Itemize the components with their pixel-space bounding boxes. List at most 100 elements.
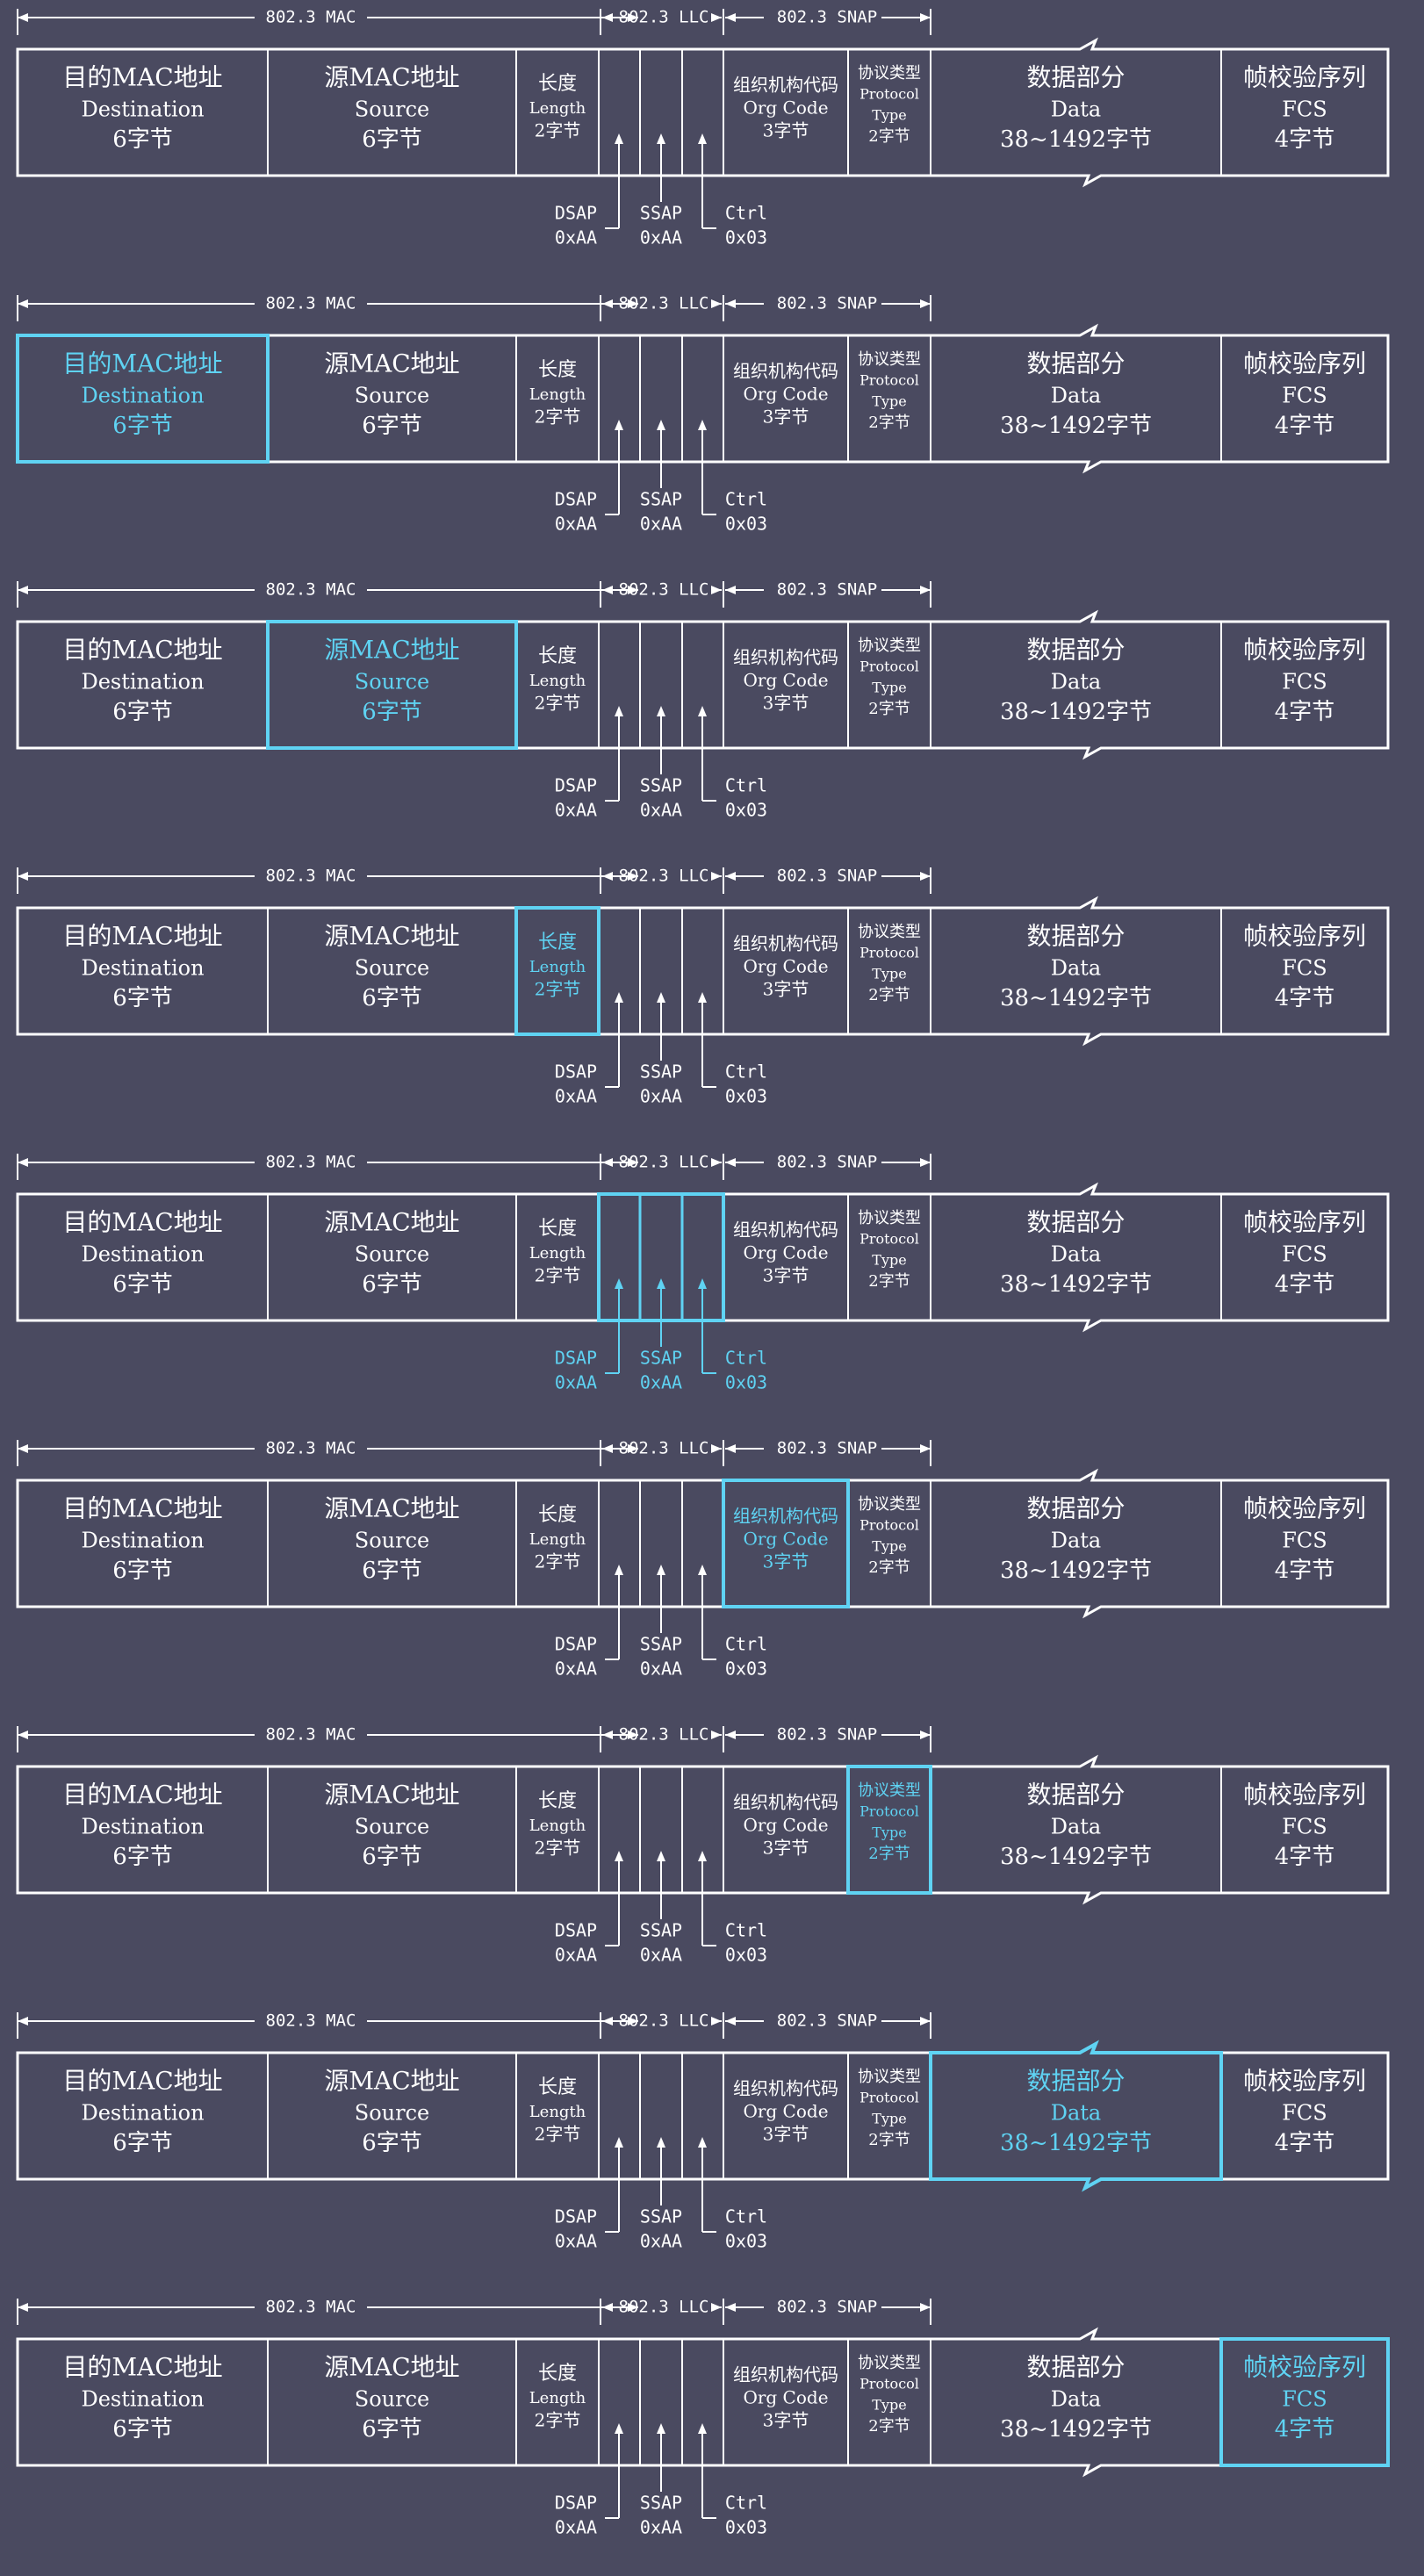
field-label-dest: Destination (81, 384, 204, 408)
header-llc: 802.3 LLC (619, 1153, 709, 1172)
field-label-len: 2字节 (535, 407, 581, 428)
llc-subfield-value: 0xAA (640, 1086, 682, 1107)
llc-arrow-left-head (602, 872, 613, 881)
field-label-proto: 协议类型 (858, 1781, 921, 1800)
field-label-dest: Destination (81, 97, 204, 122)
snap-arrow-left-head (725, 2017, 736, 2026)
header-llc: 802.3 LLC (619, 867, 709, 886)
llc-subfield-value: 0xAA (555, 1086, 597, 1107)
llc-callout-arrowhead (615, 2423, 623, 2434)
field-label-org: 组织机构代码 (733, 2364, 838, 2385)
field-label-org: Org Code (743, 1815, 828, 1836)
field-label-dest: Destination (81, 1815, 204, 1839)
header-mac: 802.3 MAC (266, 1153, 356, 1172)
field-label-dest: 目的MAC地址 (62, 63, 222, 92)
llc-subfield-name: DSAP (555, 489, 597, 510)
field-label-len: 长度 (538, 645, 577, 667)
llc-callout-arrowhead (698, 2423, 707, 2434)
field-label-org: 组织机构代码 (733, 2078, 838, 2099)
llc-arrow-right-head (711, 586, 722, 594)
frame-outline (16, 323, 1390, 474)
llc-subfield-name: Ctrl (725, 2493, 767, 2514)
field-label-data: 38~1492字节 (1000, 699, 1152, 725)
llc-callout-arrowhead (698, 1278, 707, 1289)
llc-callout-arrowhead (698, 133, 707, 144)
llc-callout-arrowhead (698, 706, 707, 716)
llc-subfield-value: 0x03 (725, 800, 767, 821)
mac-arrow-right-head (628, 586, 638, 594)
field-label-proto: Type (872, 2111, 906, 2127)
llc-arrow-left-head (602, 586, 613, 594)
field-label-org: Org Code (743, 1529, 828, 1550)
field-label-org: 3字节 (763, 2124, 809, 2145)
field-label-src: 6字节 (362, 1558, 422, 1584)
field-label-data: 数据部分 (1026, 1494, 1125, 1523)
header-llc: 802.3 LLC (619, 1439, 709, 1458)
frame-outline (16, 609, 1390, 760)
llc-subfield-value: 0xAA (640, 227, 682, 248)
field-label-data: 38~1492字节 (1000, 2130, 1152, 2156)
field-label-src: 源MAC地址 (324, 922, 459, 951)
header-mac: 802.3 MAC (266, 1439, 356, 1458)
field-label-proto: Protocol (859, 2090, 919, 2106)
snap-arrow-right-head (920, 13, 931, 22)
field-label-dest: 6字节 (112, 699, 173, 725)
llc-arrow-left-head (602, 1731, 613, 1739)
llc-subfield-name: DSAP (555, 203, 597, 224)
field-label-len: 2字节 (535, 2124, 581, 2145)
field-label-src: 6字节 (362, 126, 422, 153)
mac-arrow-left-head (18, 1731, 28, 1739)
llc-subfield-name: DSAP (555, 1061, 597, 1083)
field-label-proto: 协议类型 (858, 2354, 921, 2372)
field-label-org: 3字节 (763, 979, 809, 1000)
llc-callout-arrowhead (657, 1565, 665, 1575)
header-snap: 802.3 SNAP (777, 867, 877, 886)
field-label-len: 长度 (538, 2363, 577, 2385)
llc-subfield-name: SSAP (640, 1061, 682, 1083)
llc-subfield-value: 0x03 (725, 1945, 767, 1966)
llc-subfield-name: SSAP (640, 775, 682, 796)
field-label-len: Length (529, 1244, 586, 1263)
field-label-src: Source (355, 2387, 429, 2412)
field-label-data: Data (1051, 1529, 1102, 1553)
llc-callout-arrowhead (657, 1851, 665, 1861)
llc-subfield-value: 0xAA (640, 2231, 682, 2252)
field-label-src: 源MAC地址 (324, 63, 459, 92)
field-label-fcs: 帧校验序列 (1243, 922, 1366, 951)
field-label-proto: 2字节 (868, 127, 910, 146)
field-label-proto: 协议类型 (858, 1495, 921, 1514)
field-highlight (266, 620, 518, 750)
header-snap: 802.3 SNAP (777, 8, 877, 27)
frame-outline (16, 1754, 1390, 1905)
llc-callout-arrowhead (698, 1851, 707, 1861)
field-label-len: 长度 (538, 1218, 577, 1240)
field-label-proto: 协议类型 (858, 2068, 921, 2086)
mac-arrow-left-head (18, 872, 28, 881)
field-label-dest: 6字节 (112, 1271, 173, 1298)
snap-arrow-left-head (725, 2303, 736, 2312)
llc-subfield-value: 0xAA (640, 514, 682, 535)
field-label-data: Data (1051, 956, 1102, 981)
field-label-org: Org Code (743, 2387, 828, 2408)
frame-outline (16, 1182, 1390, 1333)
mac-arrow-left-head (18, 299, 28, 308)
snap-arrow-right-head (920, 872, 931, 881)
field-label-data: 38~1492字节 (1000, 413, 1152, 439)
header-mac: 802.3 MAC (266, 1725, 356, 1745)
field-label-len: Length (529, 99, 586, 118)
field-label-proto: 协议类型 (858, 350, 921, 369)
field-label-proto: 2字节 (868, 1845, 910, 1863)
header-snap: 802.3 SNAP (777, 294, 877, 313)
field-label-org: 组织机构代码 (733, 75, 838, 96)
llc-callout-arrowhead (698, 420, 707, 430)
field-label-data: 数据部分 (1026, 2353, 1125, 2382)
field-label-fcs: 4字节 (1275, 413, 1335, 439)
field-label-fcs: 4字节 (1275, 2416, 1335, 2443)
llc-arrow-left-head (602, 2017, 613, 2026)
field-label-fcs: 帧校验序列 (1243, 2353, 1366, 2382)
field-label-len: 2字节 (535, 120, 581, 141)
field-label-src: 6字节 (362, 2130, 422, 2156)
snap-arrow-left-head (725, 13, 736, 22)
llc-subfield-name: SSAP (640, 1348, 682, 1369)
